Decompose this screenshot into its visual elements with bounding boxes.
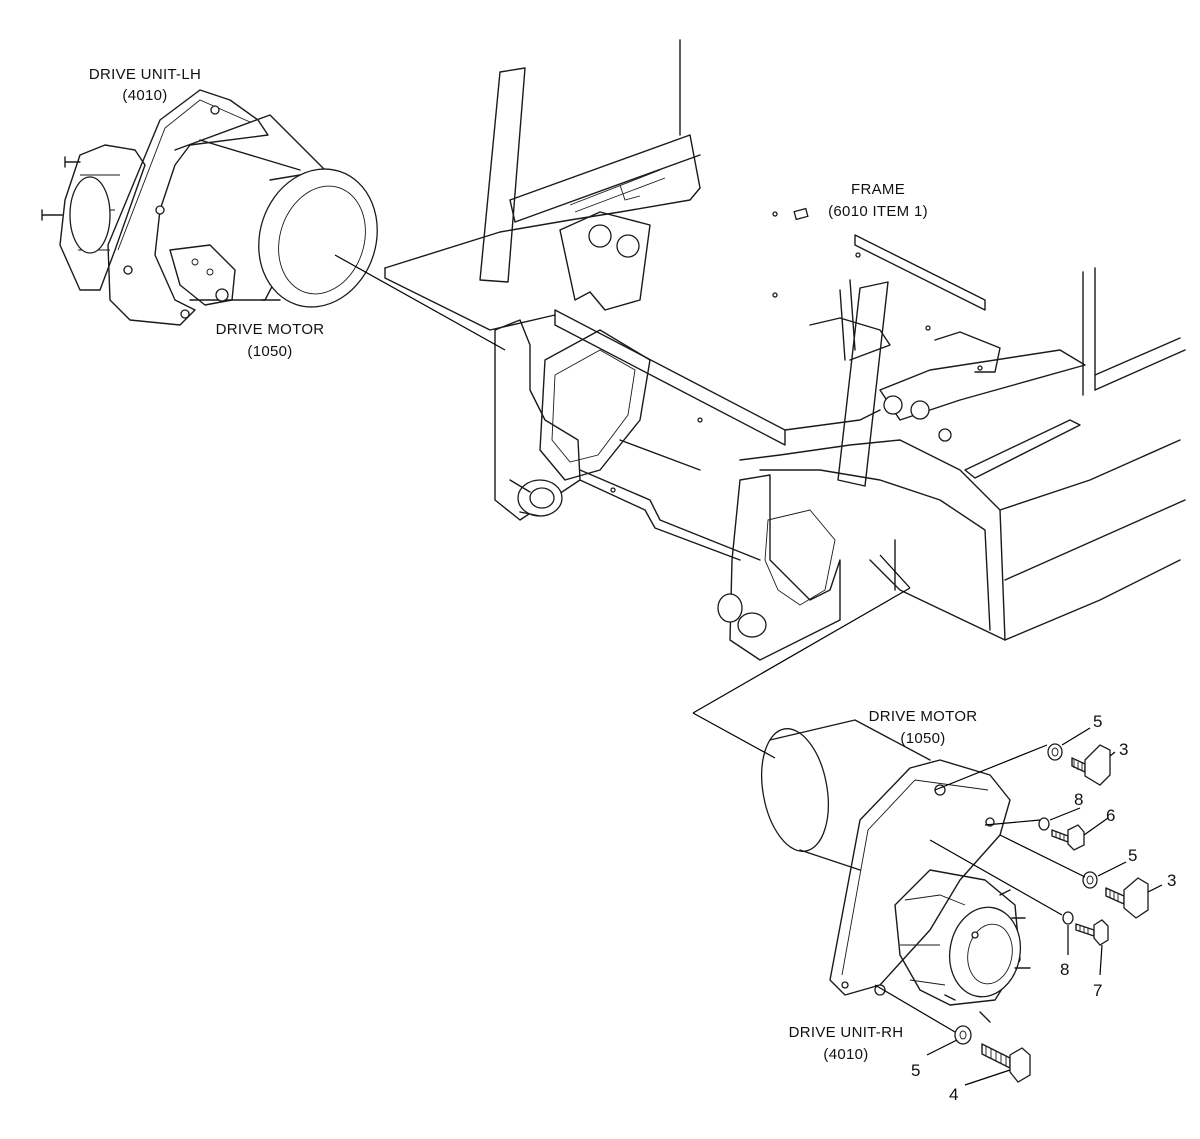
callout-washer-small-top: 8: [1074, 790, 1083, 809]
frame-assembly: [384, 39, 1186, 661]
callout-bolt-bottom: 4: [949, 1085, 958, 1104]
callout-washer-top: 5: [1093, 712, 1102, 731]
drive-motor-right-label: DRIVE MOTOR: [869, 708, 978, 725]
callout-bolt-small-low: 7: [1093, 981, 1102, 1000]
drive-unit-lh-code: (4010): [122, 87, 167, 104]
callout-bolt-small-top: 6: [1106, 806, 1115, 825]
callout-washer-mid: 5: [1128, 846, 1137, 865]
leader-lines: [334, 254, 1163, 1086]
drive-motor-left-label: DRIVE MOTOR: [216, 321, 325, 338]
callout-bolt-mid: 3: [1167, 871, 1176, 890]
frame-code: (6010 ITEM 1): [828, 203, 928, 220]
drive-unit-rh-code: (4010): [823, 1046, 868, 1063]
drive-motor-left-code: (1050): [247, 343, 292, 360]
drive-unit-rh-label: DRIVE UNIT-RH: [789, 1024, 904, 1041]
labels: DRIVE UNIT-LH (4010) DRIVE MOTOR (1050) …: [89, 66, 1177, 1104]
callout-washer-bottom: 5: [911, 1061, 920, 1080]
drive-unit-lh-assembly: [41, 89, 378, 326]
drive-unit-lh-label: DRIVE UNIT-LH: [89, 66, 201, 83]
drive-unit-rh-assembly: [761, 719, 1031, 1023]
drive-motor-right-code: (1050): [900, 730, 945, 747]
frame-label: FRAME: [851, 181, 905, 198]
callout-washer-small-low: 8: [1060, 960, 1069, 979]
fasteners: [954, 743, 1149, 1083]
callout-bolt-top: 3: [1119, 740, 1128, 759]
